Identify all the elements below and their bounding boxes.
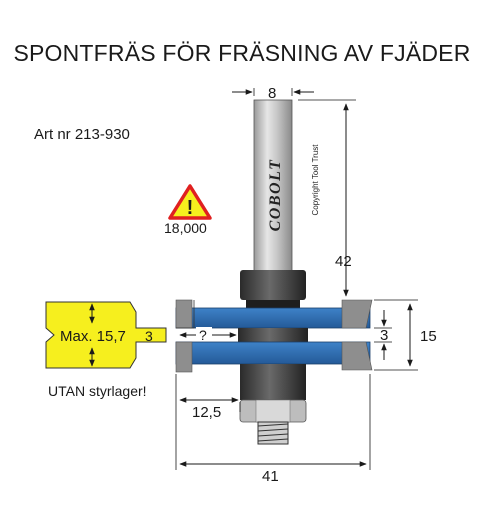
upper-cutter	[175, 307, 371, 329]
warning-mark: !	[187, 197, 194, 219]
dim-depth: 12,5	[192, 404, 221, 421]
lower-cutter	[175, 341, 371, 365]
thread	[257, 421, 289, 445]
shank	[253, 99, 293, 281]
dim-length: 42	[335, 253, 352, 270]
workpiece-max-label: Max. 15,7	[60, 328, 126, 345]
workpiece-tongue-label: 3	[145, 328, 153, 344]
page-title: SPONTFRÄS FÖR FRÄSNING AV FJÄDER	[13, 40, 471, 66]
collar	[240, 270, 306, 300]
dim-height: 15	[420, 328, 437, 345]
no-bearing-note: UTAN styrlager!	[48, 383, 147, 399]
max-rpm: 18,000	[164, 220, 207, 236]
article-number: Art nr 213-930	[34, 126, 130, 143]
spacer-hub	[238, 328, 308, 342]
lower-hub	[240, 364, 306, 400]
workpiece	[45, 301, 167, 369]
dim-gap: 3	[380, 327, 388, 344]
dim-unknown: ?	[199, 327, 207, 343]
dim-shank: 8	[268, 85, 276, 102]
warning-triangle-icon: !	[168, 184, 212, 220]
brand-label: COBOLT	[267, 159, 284, 232]
copyright-label: Copyright Tool Trust	[311, 144, 320, 216]
dim-diameter: 41	[262, 468, 279, 485]
